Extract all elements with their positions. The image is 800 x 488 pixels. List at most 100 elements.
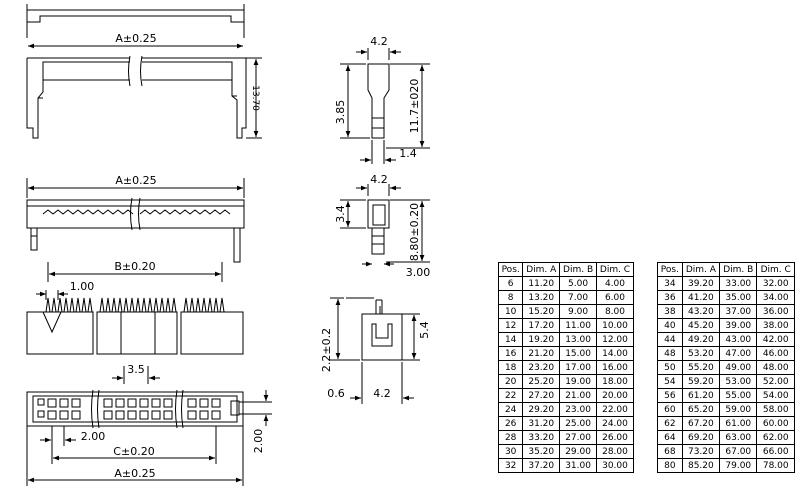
label-a-front: A±0.25 xyxy=(115,174,156,187)
table-cell: 48 xyxy=(657,346,683,361)
end-view xyxy=(346,297,403,361)
table-cell: 17.20 xyxy=(522,318,561,333)
label-pitch-1: 1.00 xyxy=(70,280,95,293)
table-cell: 38 xyxy=(657,304,683,319)
table-cell: 11.20 xyxy=(522,276,561,291)
table-cell: 8 xyxy=(497,290,524,305)
top-strip xyxy=(26,4,245,38)
label-key: 3.5 xyxy=(127,363,145,376)
table-cell: 73.20 xyxy=(681,444,721,459)
table-cell: 7.00 xyxy=(559,290,597,305)
table-cell: 63.00 xyxy=(719,430,758,445)
table-cell: 61.00 xyxy=(719,416,758,431)
table-cell: 11.00 xyxy=(559,318,597,333)
table-cell: 37.20 xyxy=(522,458,561,473)
table-cell: 56 xyxy=(657,388,683,403)
table-cell: 50 xyxy=(657,360,683,375)
label-a-bottom: A±0.25 xyxy=(114,467,155,480)
column-header: Dim. B xyxy=(719,262,758,277)
table-cell: 43.20 xyxy=(681,304,721,319)
table-cell: 21.20 xyxy=(522,346,561,361)
table-cell: 32 xyxy=(497,458,524,473)
table-cell: 49.00 xyxy=(719,360,758,375)
label-side1-height: 11.7±020 xyxy=(408,79,421,134)
dim-a-front xyxy=(26,178,245,198)
table-cell: 54.00 xyxy=(756,388,795,403)
dim-body-2 xyxy=(340,199,366,229)
label-side2-base: 3.00 xyxy=(406,266,431,279)
table-cell: 59.00 xyxy=(719,402,758,417)
table-cell: 45.20 xyxy=(681,318,721,333)
column-header: Pos. xyxy=(657,262,683,277)
table-cell: 64 xyxy=(657,430,683,445)
label-side1-base: 1.4 xyxy=(399,147,417,160)
table-cell: 28.00 xyxy=(596,444,634,459)
table-cell: 30.00 xyxy=(596,458,634,473)
table-cell: 16.00 xyxy=(596,360,634,375)
table-cell: 53.20 xyxy=(681,346,721,361)
table-cell: 59.20 xyxy=(681,374,721,389)
table-cell: 37.00 xyxy=(719,304,758,319)
table-cell: 23.20 xyxy=(522,360,561,375)
table-cell: 21.00 xyxy=(559,388,597,403)
table-cell: 54 xyxy=(657,374,683,389)
table-cell: 38.00 xyxy=(756,318,795,333)
dim-c xyxy=(51,426,217,464)
table-cell: 32.00 xyxy=(756,276,795,291)
table-cell: 29.00 xyxy=(559,444,597,459)
label-side1-width: 4.2 xyxy=(370,35,388,48)
label-end-offset: 0.6 xyxy=(327,387,345,400)
table-cell: 14 xyxy=(497,332,524,347)
table-cell: 65.20 xyxy=(681,402,721,417)
table-cell: 61.20 xyxy=(681,388,721,403)
dim-height-top xyxy=(246,57,262,139)
table-cell: 31.20 xyxy=(522,416,561,431)
column-header: Dim. A xyxy=(681,262,721,277)
top-view-connector xyxy=(26,55,247,139)
table-cell: 16 xyxy=(497,346,524,361)
table-cell: 39.20 xyxy=(681,276,721,291)
table-cell: 33.20 xyxy=(522,430,561,445)
table-cell: 25.00 xyxy=(559,416,597,431)
table-cell: 23.00 xyxy=(559,402,597,417)
table-cell: 30 xyxy=(497,444,524,459)
dim-body-1 xyxy=(340,63,370,139)
label-end-height: 5.4 xyxy=(418,321,431,339)
dim-row xyxy=(239,390,272,426)
table-cell: 27.00 xyxy=(559,430,597,445)
table-cell: 31.00 xyxy=(559,458,597,473)
table-cell: 79.00 xyxy=(719,458,758,473)
table-cell: 49.20 xyxy=(681,332,721,347)
table-cell: 8.00 xyxy=(596,304,634,319)
table-cell: 6 xyxy=(497,276,524,291)
table-cell: 43.00 xyxy=(719,332,758,347)
table-cell: 29.20 xyxy=(522,402,561,417)
column-header: Pos. xyxy=(497,262,524,277)
label-end-left: 2.2±0.2 xyxy=(320,328,333,372)
table-cell: 78.00 xyxy=(756,458,795,473)
table-cell: 67.20 xyxy=(681,416,721,431)
table-cell: 15.20 xyxy=(522,304,561,319)
table-cell: 19.00 xyxy=(559,374,597,389)
table-cell: 14.00 xyxy=(596,346,634,361)
front-view-connector xyxy=(26,197,245,263)
table-cell: 36.00 xyxy=(756,304,795,319)
pin-view-connector xyxy=(26,311,244,355)
